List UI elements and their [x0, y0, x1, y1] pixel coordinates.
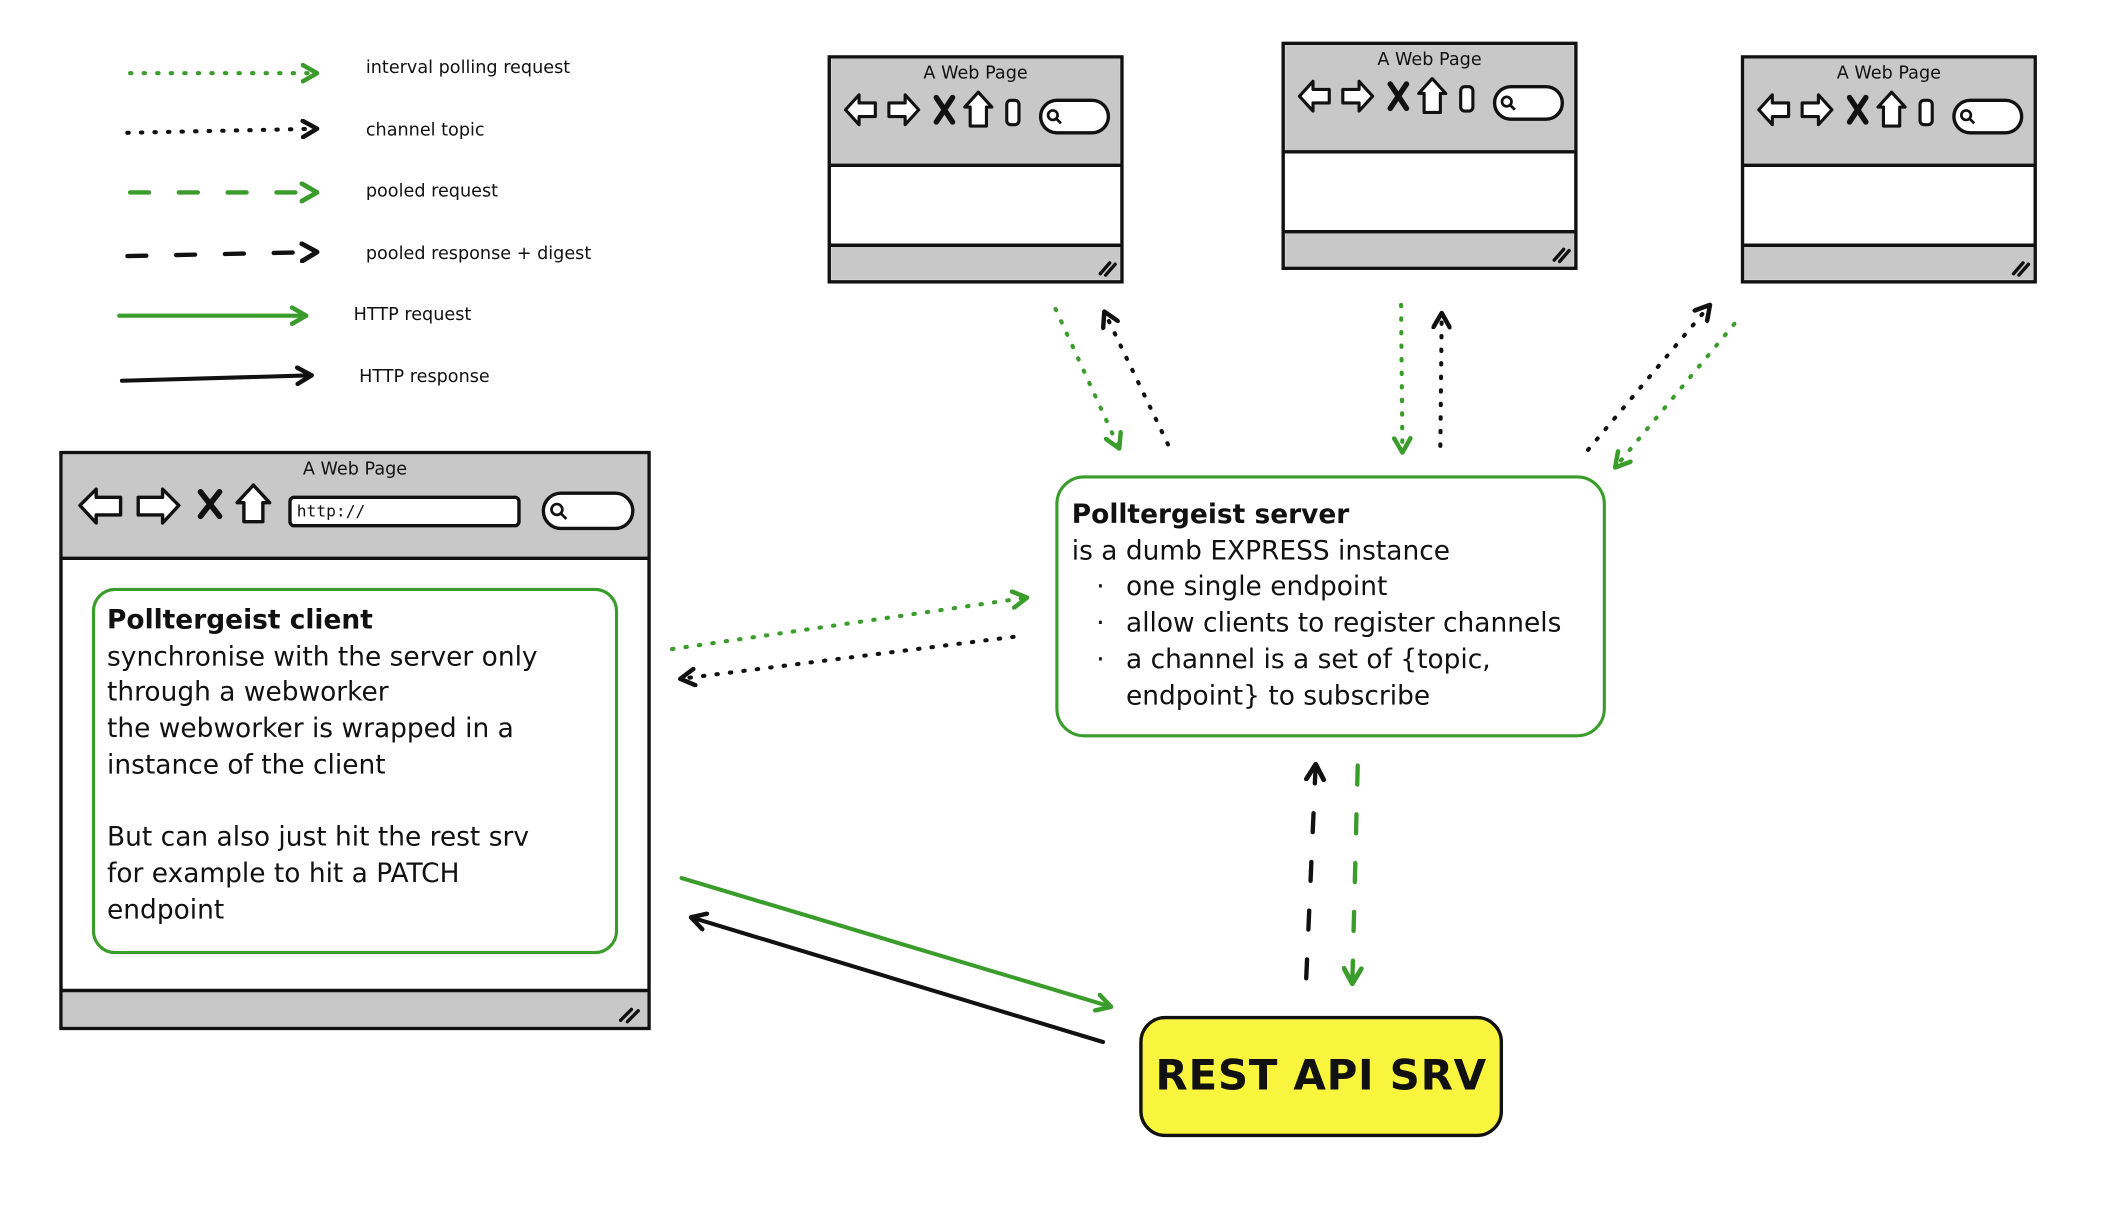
- legend-line-pooled-response: [125, 252, 317, 256]
- stop-x-icon: [933, 94, 956, 125]
- legend-line-http-response: [119, 375, 312, 380]
- client-box: Polltergeist client synchronise with the…: [107, 603, 538, 929]
- window-2-topic-arrow: [1440, 313, 1441, 448]
- http-response-arrow: [691, 917, 1106, 1045]
- home-icon: [963, 90, 994, 128]
- search-icon: [1492, 85, 1565, 121]
- back-arrow-icon: [78, 487, 123, 525]
- browser-window-2: [1281, 41, 1578, 270]
- client-box-line: endpoint: [107, 893, 225, 925]
- url-bar-text: http://: [296, 501, 366, 521]
- legend-lines: [117, 73, 317, 381]
- back-arrow-icon: [1297, 79, 1331, 113]
- client-box-heading: Polltergeist client: [107, 604, 373, 636]
- browser-window-1-title: A Web Page: [923, 63, 1028, 85]
- search-icon[interactable]: [541, 491, 635, 531]
- connectors: [670, 302, 1737, 1045]
- pooled-response-arrow: [1304, 764, 1315, 981]
- home-icon: [1417, 77, 1448, 115]
- legend-line-channel-topic: [125, 129, 317, 133]
- legend-label-pooled-request: pooled request: [365, 181, 499, 202]
- server-box: Polltergeist server is a dumb EXPRESS in…: [1072, 497, 1562, 714]
- client-box-line: But can also just hit the rest srv: [107, 821, 529, 853]
- client-browser-window: [59, 450, 651, 1031]
- rest-api-label: REST API SRV: [1155, 1051, 1487, 1101]
- server-box-heading: Polltergeist server: [1071, 498, 1350, 530]
- server-box-border: [1055, 475, 1606, 738]
- browser-window-3-title: A Web Page: [1836, 63, 1942, 85]
- pooled-request-arrow: [1352, 763, 1357, 984]
- client-box-line: the webworker is wrapped in a: [107, 712, 514, 745]
- window-2-polling-arrow: [1401, 302, 1402, 453]
- window-3-topic-arrow: [1586, 305, 1710, 452]
- home-icon: [1876, 90, 1907, 128]
- bookmark-icon: [1459, 85, 1475, 113]
- server-box-bullet: ·a channel is a set of {topic,: [1096, 643, 1491, 675]
- window-1-polling-arrow: [1053, 306, 1120, 449]
- bookmark-icon: [1918, 98, 1934, 127]
- rest-box-border: [1139, 1015, 1504, 1138]
- server-box-bullet-continuation: endpoint} to subscribe: [1126, 679, 1431, 711]
- client-box-line: synchronise with the server only: [107, 640, 538, 672]
- forward-arrow-icon: [1341, 79, 1375, 113]
- legend-label-http-request: HTTP request: [353, 304, 472, 326]
- browser-window-2-title: A Web Page: [1377, 50, 1482, 71]
- server-box-bullet: ·one single endpoint: [1096, 571, 1388, 603]
- client-box-line: instance of the client: [107, 749, 386, 781]
- window-3-polling-arrow: [1615, 321, 1737, 468]
- browser-window-3: [1740, 55, 2037, 284]
- client-polling-arrow: [670, 598, 1027, 652]
- browser-window-1: [827, 55, 1124, 284]
- resize-grip-icon: [2011, 261, 2031, 277]
- search-icon: [1952, 98, 2024, 135]
- client-box-line: through a webworker: [107, 676, 389, 708]
- client-box-border: [91, 587, 619, 955]
- forward-arrow-icon: [887, 93, 921, 127]
- legend-label-channel-topic: channel topic: [365, 120, 485, 141]
- client-topic-arrow: [680, 634, 1016, 679]
- window-1-topic-arrow: [1104, 312, 1171, 447]
- legend-label-interval-polling: interval polling request: [365, 58, 571, 79]
- forward-arrow-icon: [1800, 93, 1834, 127]
- back-arrow-icon: [843, 93, 877, 127]
- client-box-line: for example to hit a PATCH: [107, 857, 460, 889]
- stop-x-icon: [1387, 81, 1410, 112]
- stop-x-icon: [1846, 94, 1869, 125]
- client-window-title: A Web Page: [302, 459, 408, 480]
- stop-x-icon: [197, 489, 223, 520]
- resize-grip-icon: [1552, 247, 1571, 264]
- http-request-arrow: [679, 876, 1112, 1007]
- resize-grip-icon: [1098, 261, 1117, 277]
- server-box-bullet: ·allow clients to register channels: [1096, 607, 1562, 639]
- legend-label-http-response: HTTP response: [359, 367, 490, 388]
- legend-label-pooled-response: pooled response + digest: [365, 243, 592, 265]
- server-box-subtitle: is a dumb EXPRESS instance: [1071, 534, 1450, 566]
- resize-grip-icon: [618, 1007, 640, 1024]
- home-icon: [235, 483, 272, 524]
- bookmark-icon: [1005, 98, 1021, 127]
- back-arrow-icon: [1757, 93, 1791, 127]
- search-icon: [1038, 98, 1111, 135]
- url-bar[interactable]: [288, 495, 521, 528]
- forward-arrow-icon: [136, 487, 181, 525]
